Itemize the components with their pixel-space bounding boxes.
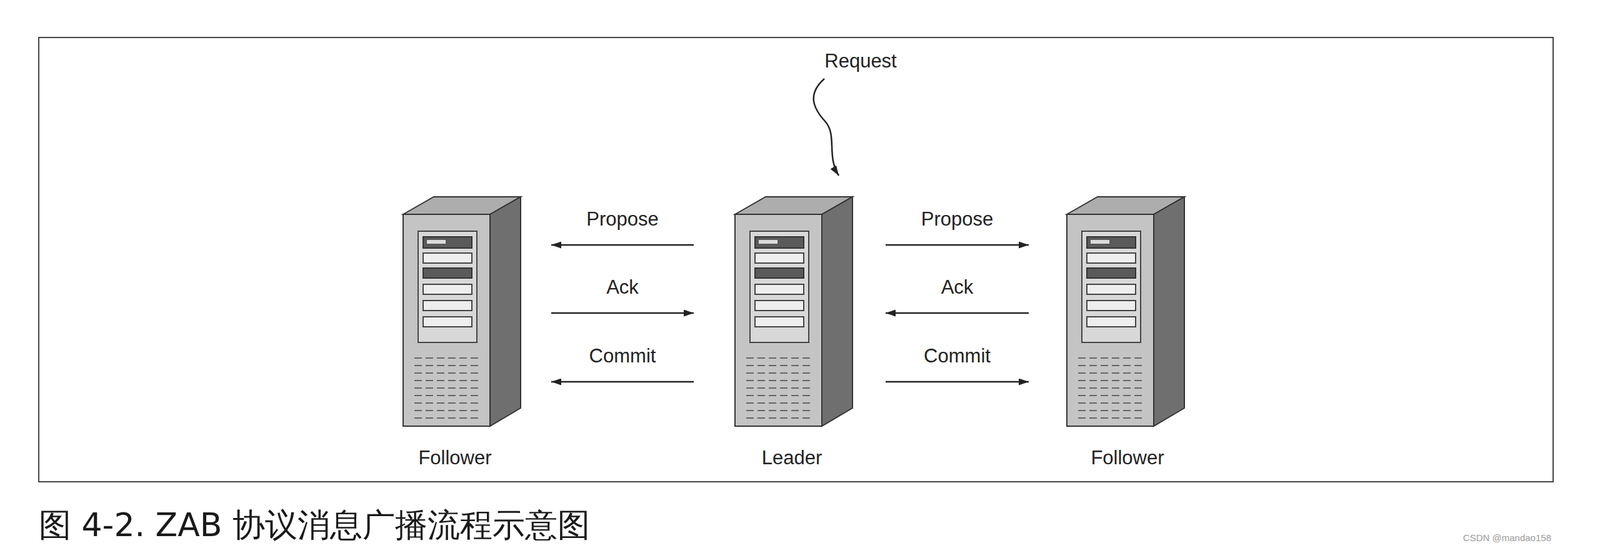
message-arrow	[551, 312, 694, 315]
node-label: Follower	[1033, 446, 1222, 470]
server-icon	[403, 196, 521, 427]
server-icon	[735, 196, 853, 427]
watermark: CSDN @mandao158	[1463, 532, 1552, 544]
message-label: Commit	[589, 344, 657, 368]
connector-group	[551, 245, 1029, 382]
figure-caption: 图 4-2. ZAB 协议消息广播流程示意图	[38, 508, 590, 542]
figure-frame	[38, 37, 1554, 482]
message-arrow	[885, 312, 1029, 315]
message-label: Commit	[923, 344, 991, 368]
node-label: Leader	[698, 446, 886, 470]
message-label: Propose	[921, 207, 994, 231]
message-label: Propose	[586, 207, 659, 231]
message-label: Ack	[941, 275, 974, 299]
message-arrow	[885, 381, 1029, 384]
server-node: Follower	[1028, 187, 1205, 475]
message-label: Ack	[606, 275, 639, 299]
message-arrow	[551, 381, 694, 384]
node-label: Follower	[361, 446, 549, 470]
message-arrow	[551, 244, 694, 247]
request-label: Request	[824, 49, 897, 73]
server-icon	[1066, 196, 1185, 427]
request-arrow	[813, 78, 839, 176]
server-node: Follower	[387, 187, 552, 475]
message-arrow	[885, 244, 1029, 247]
server-node: Leader	[693, 187, 886, 475]
